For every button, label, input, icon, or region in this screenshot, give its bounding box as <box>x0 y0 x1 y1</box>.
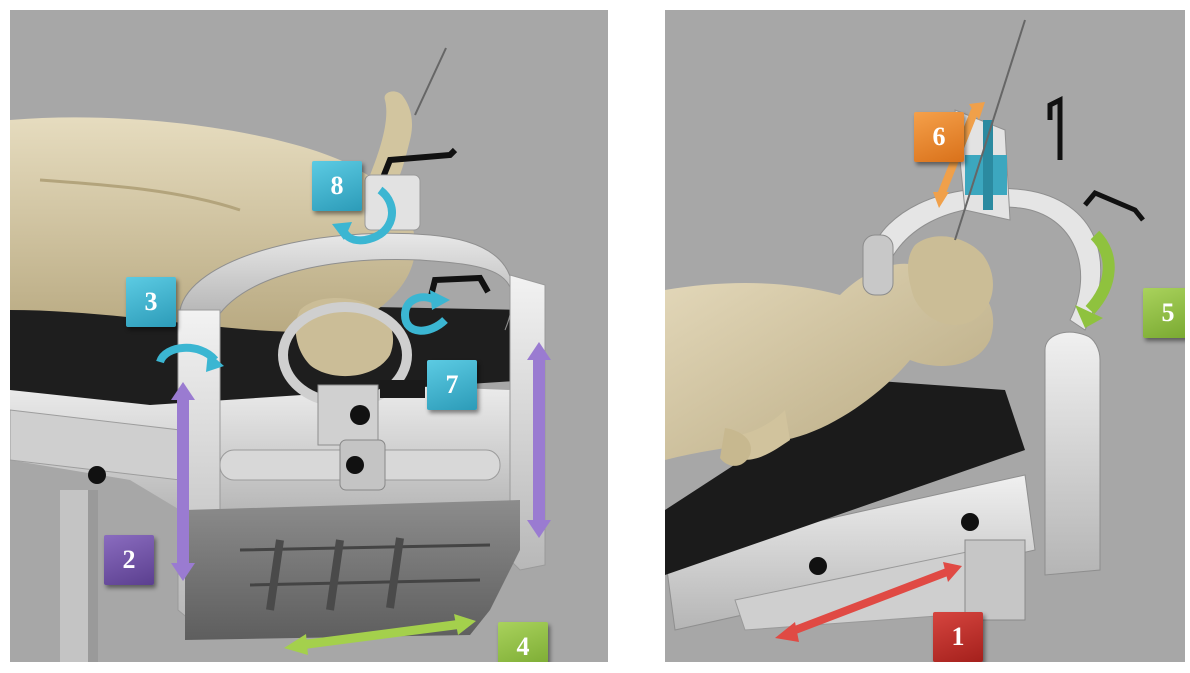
badge-2: 2 <box>104 535 154 585</box>
badge-4: 4 <box>498 622 548 662</box>
fixation-handle-top <box>1050 100 1060 160</box>
table-leg <box>60 490 88 662</box>
support-pillar <box>1045 332 1100 575</box>
badge-6: 6 <box>914 112 964 162</box>
table-hole <box>88 466 106 484</box>
needle <box>415 48 446 115</box>
badge-3: 3 <box>126 277 176 327</box>
badge-8: 8 <box>312 161 362 211</box>
arrow-7-head <box>430 290 450 310</box>
left-illustration <box>10 10 608 662</box>
badge-7: 7 <box>427 360 477 410</box>
table-hole <box>961 513 979 531</box>
badge-1: 1 <box>933 612 983 662</box>
table-leg <box>88 490 98 662</box>
badge-5: 5 <box>1143 288 1185 338</box>
rod-knob <box>346 456 364 474</box>
base-tray <box>185 500 520 640</box>
table-hole <box>809 557 827 575</box>
right-panel: 6 5 1 <box>665 10 1185 662</box>
center-knob <box>350 405 370 425</box>
fixation-handle-right <box>1085 193 1143 220</box>
ring-post-left <box>863 235 893 295</box>
left-panel: 3 8 7 2 4 <box>10 10 608 662</box>
right-illustration <box>665 10 1185 662</box>
table-rail-end <box>965 540 1025 620</box>
lower-clamp <box>380 380 425 398</box>
